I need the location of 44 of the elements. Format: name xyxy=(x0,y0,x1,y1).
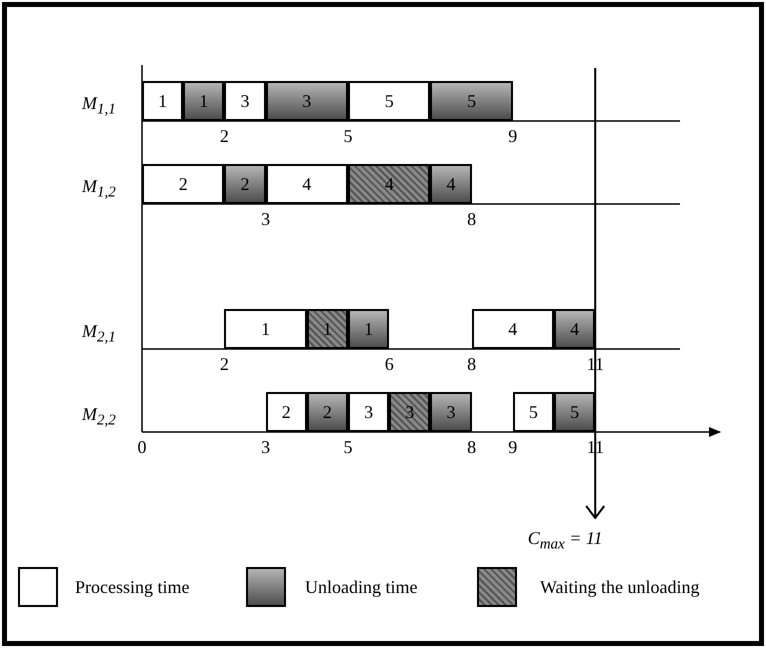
waiting-block: 4 xyxy=(348,164,430,204)
processing-block: 4 xyxy=(266,164,348,204)
time-tick-label: 8 xyxy=(467,209,476,229)
unloading-block: 4 xyxy=(430,164,472,204)
time-tick-label: 3 xyxy=(261,437,270,457)
processing-block: 3 xyxy=(348,392,390,432)
time-tick-label: 0 xyxy=(138,437,146,457)
processing-block: 5 xyxy=(348,81,430,121)
processing-block: 1 xyxy=(142,81,184,121)
time-tick-label: 8 xyxy=(467,437,476,457)
unloading-block: 5 xyxy=(430,81,513,121)
waiting-block: 1 xyxy=(306,309,348,349)
legend-label: Waiting the unloading xyxy=(540,577,700,597)
makespan-label: C$_{max}$ = 11 xyxy=(528,528,603,555)
unloading-block: 2 xyxy=(224,164,266,204)
processing-block: 3 xyxy=(224,81,266,121)
waiting-block: 3 xyxy=(389,392,430,432)
machine-label: M$_{1,2}$ xyxy=(82,176,116,203)
time-tick-label: 2 xyxy=(220,126,229,146)
time-tick-label: 6 xyxy=(384,354,394,374)
processing-block: 4 xyxy=(472,309,554,349)
unloading-block: 2 xyxy=(306,392,348,432)
unloading-block: 3 xyxy=(266,81,348,121)
time-tick-label: 3 xyxy=(261,209,270,229)
processing-block: 2 xyxy=(266,392,307,432)
machine-label: M$_{2,2}$ xyxy=(82,404,116,431)
processing-block: 1 xyxy=(224,309,307,349)
unloading-block: 1 xyxy=(183,81,224,121)
time-tick-label: 9 xyxy=(508,126,518,146)
machine-label: M$_{1,1}$ xyxy=(82,93,116,120)
processing-block: 2 xyxy=(142,164,224,204)
machine-label: M$_{2,1}$ xyxy=(82,321,116,348)
processing-block: 5 xyxy=(512,392,554,432)
unloading-block: 5 xyxy=(554,392,596,432)
time-tick-label: 5 xyxy=(344,437,352,457)
unloading-block: 3 xyxy=(430,392,472,432)
unloading-block: 4 xyxy=(554,309,596,349)
time-tick-label: 5 xyxy=(344,126,352,146)
unloading-block: 1 xyxy=(348,309,390,349)
legend-label: Processing time xyxy=(75,577,190,597)
time-tick-label: 8 xyxy=(467,354,476,374)
time-tick-label: 9 xyxy=(508,437,518,457)
time-tick-label: 2 xyxy=(220,354,229,374)
legend-label: Unloading time xyxy=(305,577,418,597)
